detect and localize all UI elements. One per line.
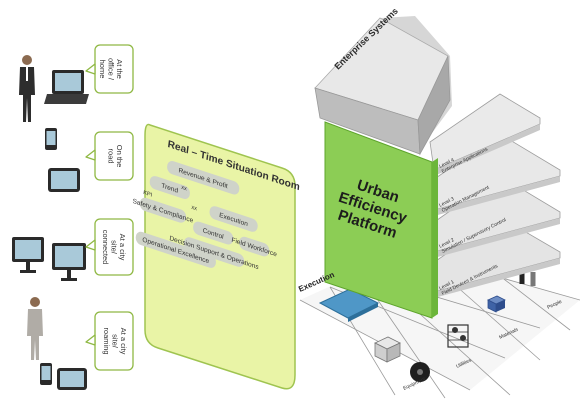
context-label-office: At theoffice /home bbox=[98, 58, 124, 81]
context-bubble-city-connected: At a citysite/connected bbox=[85, 218, 134, 276]
situation-room-small-label: xx bbox=[191, 205, 197, 213]
text-line: office / bbox=[106, 58, 115, 81]
situation-room-item: Control bbox=[193, 221, 234, 245]
situation-room-item-pill bbox=[139, 197, 187, 223]
field-worker-icon bbox=[27, 297, 43, 360]
platform-label: UrbanEfficiencyPlatform bbox=[331, 172, 415, 243]
utilities-plant-icon bbox=[447, 324, 469, 348]
text-line: On the bbox=[115, 145, 124, 168]
context-bubble-road: On theroad bbox=[85, 131, 134, 181]
situation-room-item-pill bbox=[239, 236, 270, 257]
context-bubble-office: At theoffice /home bbox=[85, 44, 134, 94]
enterprise-systems-slab: Enterprise Systems bbox=[314, 6, 452, 156]
text-line: site/ bbox=[110, 334, 119, 349]
situation-room-item-pill bbox=[193, 221, 234, 245]
businessman-icon bbox=[19, 55, 35, 122]
context-bubble-city-roaming: At a citysite/roaming bbox=[85, 311, 134, 371]
text-line: roaming bbox=[102, 327, 111, 354]
text-line: home bbox=[98, 60, 107, 79]
text-line: road bbox=[106, 148, 115, 163]
situation-room-item-pill bbox=[183, 237, 245, 267]
context-label-city-roaming: At a citysite/roaming bbox=[102, 327, 128, 354]
mobile-devices-icon bbox=[40, 363, 87, 390]
cable-reel-icon bbox=[410, 362, 430, 382]
text-line: site/ bbox=[109, 240, 118, 255]
situation-room-item-pill bbox=[167, 161, 240, 195]
situation-room-item: Trend bbox=[149, 176, 190, 199]
laptop-icon bbox=[44, 70, 89, 104]
context-label-road: On theroad bbox=[106, 145, 124, 168]
text-line: At a city bbox=[118, 234, 127, 261]
situation-room-small-label: KPI bbox=[143, 190, 153, 199]
text-line: connected bbox=[101, 230, 110, 265]
situation-room-item-pill bbox=[209, 206, 258, 232]
desktop-monitors-icon bbox=[12, 237, 86, 281]
situation-room-item-pill bbox=[149, 176, 190, 199]
machine-box-icon bbox=[374, 336, 401, 363]
situation-room-item-pill bbox=[135, 231, 216, 268]
solar-panel-icon bbox=[318, 288, 380, 322]
tablet-icon bbox=[48, 168, 80, 192]
text-line: At a city bbox=[119, 328, 128, 355]
situation-room-small-label: xx bbox=[181, 185, 187, 193]
materials-cube-icon bbox=[487, 295, 506, 313]
context-label-city-connected: At a citysite/connected bbox=[101, 230, 127, 265]
urban-efficiency-platform-block: UrbanEfficiencyPlatform bbox=[324, 121, 438, 319]
smartphone-icon bbox=[45, 128, 57, 150]
text-line: At the bbox=[115, 59, 124, 79]
